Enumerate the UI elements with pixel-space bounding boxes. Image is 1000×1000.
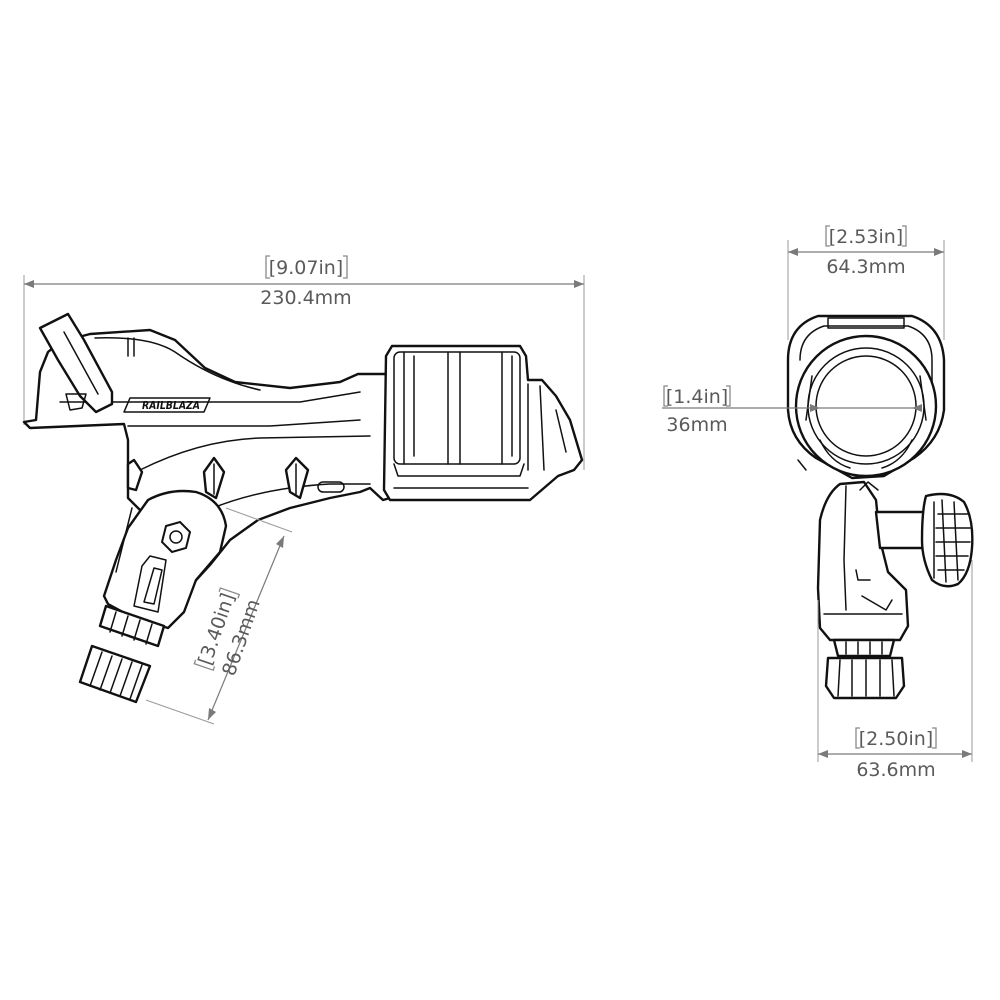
end-lower-knob [824, 656, 906, 700]
body-ribs [126, 456, 345, 500]
lock-knob [874, 492, 974, 588]
length-dimension: [9.07in] 230.4mm [23, 255, 585, 470]
inner-diameter-mm-label: 36mm [666, 414, 727, 436]
length-mm-label: 230.4mm [260, 287, 351, 309]
rear-clip [382, 344, 584, 502]
top-width-in-label: [2.53in] [829, 226, 903, 248]
inner-diameter-dimension: [1.4in] 36mm [662, 385, 922, 436]
inner-diameter-in-label: [1.4in] [666, 386, 728, 408]
length-in-label: [9.07in] [269, 257, 343, 279]
base-width-in-label: [2.50in] [859, 728, 933, 750]
end-base [816, 480, 910, 642]
base-width-dimension: [2.50in] 63.6mm [817, 560, 973, 781]
base-width-mm-label: 63.6mm [856, 759, 935, 781]
side-view: [9.07in] 230.4mm RAILBLAZA [22, 255, 585, 725]
svg-text:RAILBLAZA: RAILBLAZA [142, 399, 200, 412]
brand-logo: RAILBLAZA [123, 397, 211, 413]
top-width-mm-label: 64.3mm [826, 256, 905, 278]
swivel-mount [78, 489, 228, 704]
end-view: [2.53in] 64.3mm [1.4in] 36mm [662, 225, 974, 781]
top-width-dimension: [2.53in] 64.3mm [787, 225, 945, 340]
